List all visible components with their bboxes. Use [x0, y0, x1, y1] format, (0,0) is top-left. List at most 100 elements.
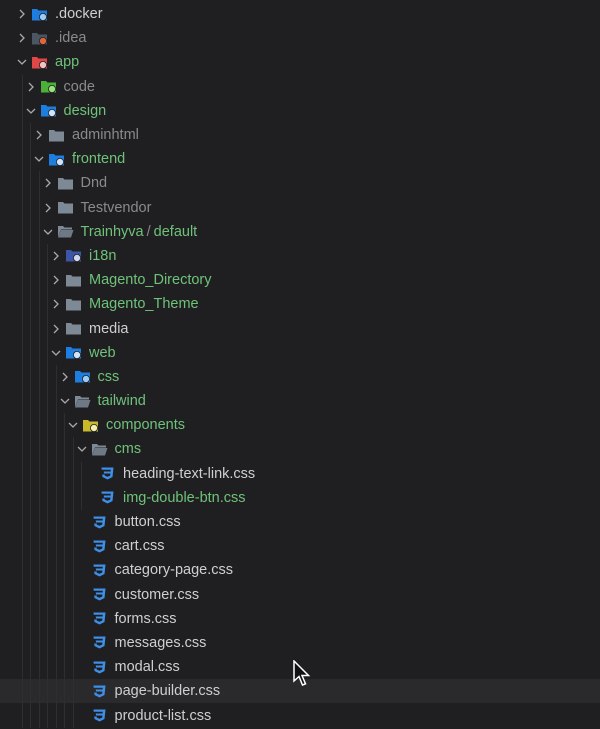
indent-guide — [21, 219, 23, 244]
chevron-right-icon[interactable] — [15, 31, 29, 45]
folder-row[interactable]: Dnd — [0, 171, 600, 196]
indent-guide — [55, 509, 57, 535]
indent-guide — [64, 630, 65, 656]
folder-row[interactable]: .docker — [0, 2, 600, 26]
chevron-down-icon[interactable] — [15, 55, 29, 69]
indent-guide — [55, 582, 57, 607]
indent-guide — [55, 389, 57, 414]
file-row[interactable]: modal.css — [0, 655, 600, 680]
indent-guide — [21, 268, 23, 293]
file-row[interactable]: messages.css — [0, 630, 600, 656]
css-file-icon — [91, 611, 108, 626]
file-name: messages.css — [114, 634, 207, 651]
indent-guide — [64, 582, 65, 607]
indent-guide — [64, 606, 65, 631]
indent-guide — [21, 630, 23, 656]
indent-guide — [38, 630, 40, 656]
folder-name: components — [106, 417, 185, 434]
folder-row[interactable]: Trainhyva/default — [0, 219, 600, 244]
folder-name: frontend — [72, 151, 126, 168]
indent-guide — [38, 171, 40, 196]
chevron-down-icon[interactable] — [41, 225, 55, 239]
indent-guide — [38, 437, 40, 462]
chevron-right-icon[interactable] — [49, 249, 63, 263]
indent-guide — [21, 292, 23, 317]
chevron-down-icon[interactable] — [58, 394, 72, 408]
folder-row[interactable]: web — [0, 340, 600, 365]
indent-guide — [81, 461, 82, 486]
indent-guide — [30, 630, 31, 656]
chevron-down-icon[interactable] — [32, 152, 46, 166]
chevron-down-icon[interactable] — [49, 346, 63, 360]
file-row[interactable]: cart.css — [0, 534, 600, 559]
indent-guide — [55, 461, 57, 486]
file-row[interactable]: category-page.css — [0, 558, 600, 583]
css-file-icon — [91, 708, 108, 723]
file-row[interactable]: page-builder.css — [0, 679, 600, 704]
indent-guide — [21, 413, 23, 438]
file-row[interactable]: button.css — [0, 509, 600, 535]
indent-guide — [47, 268, 48, 293]
indent-guide — [30, 413, 31, 438]
chevron-right-icon[interactable] — [41, 176, 55, 190]
chevron-down-icon[interactable] — [24, 104, 38, 118]
folder-row[interactable]: code — [0, 74, 600, 99]
file-name: button.css — [114, 514, 181, 531]
chevron-right-icon[interactable] — [58, 370, 72, 384]
indent-guide — [30, 219, 31, 244]
chevron-right-icon[interactable] — [49, 297, 63, 311]
folder-row[interactable]: media — [0, 316, 600, 341]
indent-guide — [47, 534, 48, 559]
chevron-right-icon[interactable] — [15, 7, 29, 21]
indent-guide — [38, 558, 40, 583]
folder-row[interactable]: Magento_Theme — [0, 292, 600, 317]
file-row[interactable]: forms.css — [0, 606, 600, 631]
folder-row[interactable]: .idea — [0, 26, 600, 50]
indent-guide — [38, 655, 40, 680]
indent-guide — [38, 316, 40, 341]
file-row[interactable]: img-double-btn.css — [0, 485, 600, 510]
indent-guide — [21, 534, 23, 559]
folder-row[interactable]: adminhtml — [0, 122, 600, 148]
folder-name: Trainhyva — [80, 223, 144, 240]
folder-row[interactable]: tailwind — [0, 389, 600, 414]
file-row[interactable]: customer.css — [0, 582, 600, 607]
folder-name: Dnd — [80, 175, 108, 192]
folder-row[interactable]: i18n — [0, 243, 600, 269]
indent-guide — [72, 655, 74, 680]
folder-name: app — [55, 54, 80, 71]
folder-row[interactable]: Magento_Directory — [0, 268, 600, 293]
indent-guide — [21, 558, 23, 583]
indent-guide — [30, 268, 31, 293]
chevron-right-icon[interactable] — [49, 273, 63, 287]
indent-guide — [47, 413, 48, 438]
folder-row[interactable]: design — [0, 98, 600, 123]
web-folder-icon — [65, 345, 82, 360]
chevron-right-icon[interactable] — [24, 80, 38, 94]
indent-guide — [55, 485, 57, 510]
folder-name: .idea — [55, 30, 87, 47]
folder-row[interactable]: components — [0, 413, 600, 438]
folder-row[interactable]: frontend — [0, 147, 600, 172]
file-row[interactable]: heading-text-link.css — [0, 461, 600, 486]
folder-row[interactable]: Testvendor — [0, 195, 600, 220]
chevron-down-icon[interactable] — [75, 442, 89, 456]
indent-guide — [21, 74, 23, 99]
folder-row[interactable]: cms — [0, 437, 600, 462]
indent-guide — [38, 413, 40, 438]
file-name: product-list.css — [114, 707, 212, 724]
file-name: modal.css — [114, 659, 180, 676]
chevron-spacer — [75, 563, 89, 577]
folder-row[interactable]: app — [0, 50, 600, 74]
chevron-right-icon[interactable] — [49, 322, 63, 336]
indent-guide — [72, 703, 74, 728]
chevron-right-icon[interactable] — [41, 201, 55, 215]
indent-guide — [55, 437, 57, 462]
folder-row[interactable]: css — [0, 364, 600, 389]
file-name: forms.css — [114, 610, 177, 627]
chevron-down-icon[interactable] — [66, 418, 80, 432]
chevron-right-icon[interactable] — [32, 128, 46, 142]
indent-guide — [47, 243, 48, 269]
indent-guide — [30, 534, 31, 559]
file-row[interactable]: product-list.css — [0, 703, 600, 728]
